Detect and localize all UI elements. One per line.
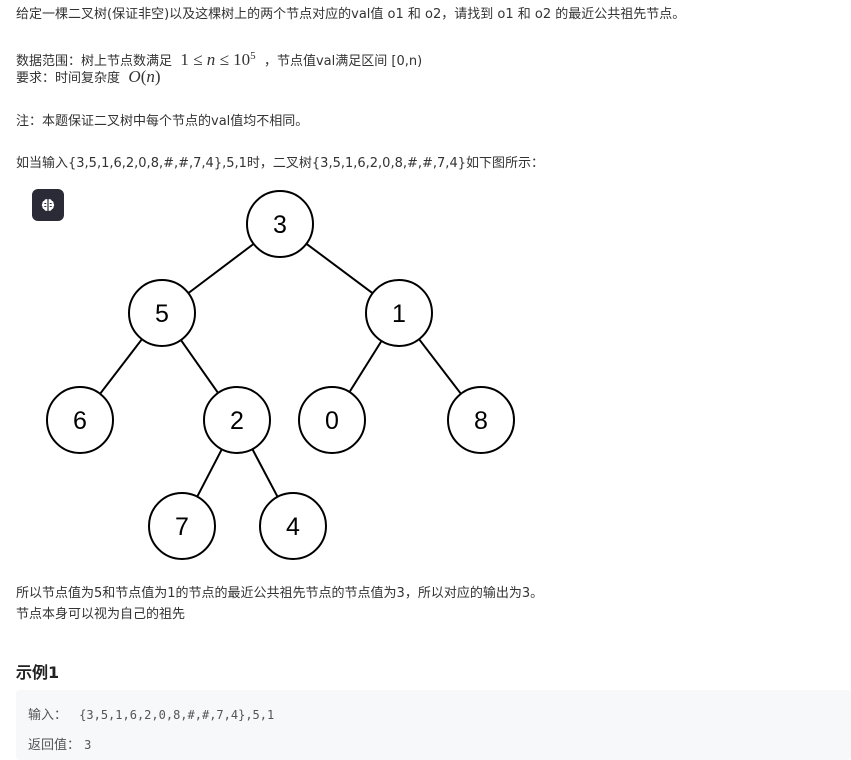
tree-node-circle <box>203 386 271 454</box>
example-intro: 如当输入{3,5,1,6,2,0,8,#,#,7,4},5,1时，二叉树{3,5… <box>16 156 544 171</box>
conclusion-text: 所以节点值为5和节点值为1的节点的最近公共祖先节点的节点值为3，所以对应的输出为… <box>16 586 544 601</box>
requirement-prefix: 要求：时间复杂度 <box>16 71 121 86</box>
example-box: 输入： {3,5,1,6,2,0,8,#,#,7,4},5,1 返回值： 3 <box>16 690 851 760</box>
data-range-prefix: 数据范围：树上节点数满足 <box>16 54 173 69</box>
tree-node-circle <box>148 492 216 560</box>
tree-node-circle <box>246 190 314 258</box>
tree-edge <box>305 242 374 295</box>
tree-node-label: 5 <box>155 300 169 328</box>
example-title: 示例1 <box>16 663 60 682</box>
tree-node-label: 0 <box>325 407 339 435</box>
tree-node-label: 7 <box>175 513 189 541</box>
problem-intro: 给定一棵二叉树(保证非空)以及这棵树上的两个节点对应的val值 o1 和 o2，… <box>16 7 686 22</box>
tree-node-label: 6 <box>73 407 87 435</box>
example-input-value[interactable]: {3,5,1,6,2,0,8,#,#,7,4},5,1 <box>79 708 275 722</box>
tree-edge <box>187 243 255 294</box>
tree-node-label: 8 <box>474 407 488 435</box>
brain-icon <box>41 199 55 211</box>
problem-note: 注：本题保证二叉树中每个节点的val值均不相同。 <box>16 114 309 129</box>
tree-node-2: 2 <box>203 386 271 454</box>
tree-node-circle <box>298 386 366 454</box>
data-range-suffix: ，节点值val满足区间 [0,n) <box>263 54 423 69</box>
tree-node-1: 1 <box>365 279 433 347</box>
tree-node-label: 4 <box>286 513 300 541</box>
data-range: 数据范围：树上节点数满足 1 ≤ n ≤ 105 ，节点值val满足区间 [0,… <box>16 47 422 71</box>
tree-edge <box>251 448 279 498</box>
binary-tree-diagram: 3 5 1 6 2 0 8 7 4 <box>46 190 515 560</box>
tree-edge <box>418 338 462 395</box>
tree-node-7: 7 <box>148 492 216 560</box>
tree-node-5: 5 <box>128 279 196 347</box>
tree-node-circle <box>46 386 114 454</box>
tree-node-circle <box>259 492 327 560</box>
tree-edge <box>348 340 383 393</box>
tree-node-0: 0 <box>298 386 366 454</box>
tree-node-circle <box>447 386 515 454</box>
tree-node-circle <box>128 279 196 347</box>
tree-edge <box>196 448 223 498</box>
tree-node-6: 6 <box>46 386 114 454</box>
tree-edge <box>99 338 143 395</box>
tree-node-label: 3 <box>273 211 287 239</box>
tree-node-circle <box>365 279 433 347</box>
ai-assistant-button[interactable] <box>32 189 64 221</box>
self-ancestor-note: 节点本身可以视为自己的祖先 <box>16 607 186 622</box>
example-input-label: 输入： <box>28 708 68 723</box>
example-output-value[interactable]: 3 <box>84 738 92 752</box>
tree-node-4: 4 <box>259 492 327 560</box>
tree-node-3: 3 <box>246 190 314 258</box>
example-output-row: 返回值： 3 <box>28 734 91 753</box>
data-range-formula: 1 ≤ n ≤ 105 <box>180 50 256 69</box>
tree-node-label: 2 <box>230 407 244 435</box>
requirement: 要求：时间复杂度 O(n) <box>16 68 161 88</box>
tree-node-label: 1 <box>392 300 406 328</box>
example-output-label: 返回值： <box>28 738 81 753</box>
complexity-formula: O(n) <box>124 67 161 86</box>
example-input-row: 输入： {3,5,1,6,2,0,8,#,#,7,4},5,1 <box>28 704 274 723</box>
tree-node-8: 8 <box>447 386 515 454</box>
tree-edge <box>180 339 219 394</box>
